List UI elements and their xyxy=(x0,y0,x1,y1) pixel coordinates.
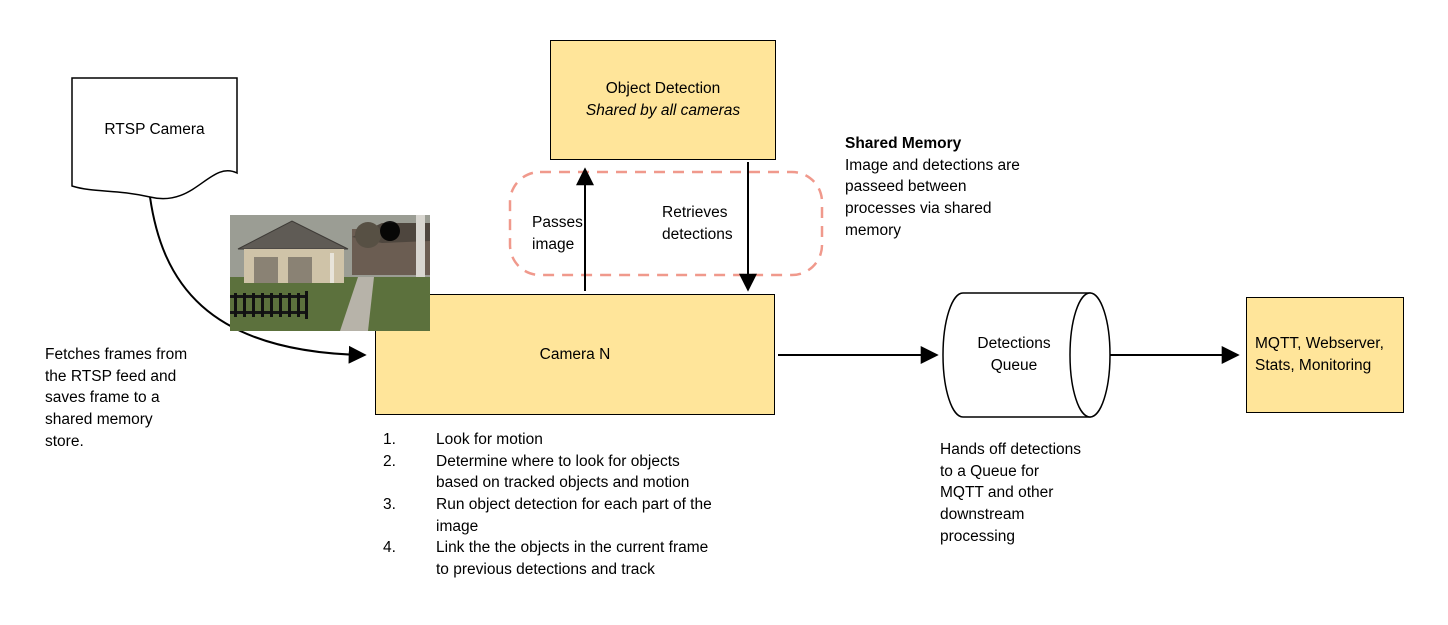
object-detection-title: Object Detection xyxy=(605,80,721,98)
mqtt-node[interactable]: MQTT, Webserver, Stats, Monitoring xyxy=(1246,297,1404,413)
step-number: 2. xyxy=(383,452,396,470)
rtsp-camera-label: RTSP Camera xyxy=(104,121,205,138)
camera-step-item: 2. Determine where to look for objects b… xyxy=(383,451,763,494)
step-number: 4. xyxy=(383,539,396,557)
step-number: 3. xyxy=(383,496,396,514)
step-text: Link the the objects in the current fram… xyxy=(436,539,709,579)
camera-snapshot xyxy=(230,215,430,331)
shared-memory-note: Shared Memory Image and detections are p… xyxy=(845,133,1060,241)
mqtt-label: MQTT, Webserver, Stats, Monitoring xyxy=(1255,335,1384,374)
rtsp-document-shape[interactable] xyxy=(71,77,238,200)
camera-n-node[interactable]: Camera N xyxy=(375,294,775,415)
camera-steps-list: 1. Look for motion 2. Determine where to… xyxy=(383,429,763,581)
detections-queue-label: Detections Queue xyxy=(977,335,1051,374)
object-detection-node[interactable]: Object Detection Shared by all cameras xyxy=(550,40,776,160)
step-text: Look for motion xyxy=(436,431,543,448)
hands-off-note: Hands off detections to a Queue for MQTT… xyxy=(940,441,1082,545)
object-detection-subtitle: Shared by all cameras xyxy=(585,102,741,119)
step-text: Determine where to look for objects base… xyxy=(436,452,690,492)
camera-step-item: 4. Link the the objects in the current f… xyxy=(383,537,763,580)
camera-n-label: Camera N xyxy=(539,345,611,363)
retrieves-detections-label: Retrieves detections xyxy=(662,204,733,243)
shared-memory-title: Shared Memory xyxy=(845,135,962,152)
passes-image-label: Passes image xyxy=(532,214,583,253)
shared-memory-body: Image and detections are passeed between… xyxy=(845,156,1020,239)
step-text: Run object detection for each part of th… xyxy=(436,496,712,535)
arrow-rtsp-to-camera xyxy=(149,196,367,364)
camera-snapshot-image xyxy=(230,215,430,331)
shared-memory-dashed-boundary xyxy=(508,170,824,277)
detections-queue-shape[interactable] xyxy=(942,292,1111,418)
step-number: 1. xyxy=(383,431,396,448)
camera-step-item: 1. Look for motion xyxy=(383,429,763,451)
camera-step-item: 3. Run object detection for each part of… xyxy=(383,494,763,537)
fetches-frames-note: Fetches frames from the RTSP feed and sa… xyxy=(45,346,188,450)
